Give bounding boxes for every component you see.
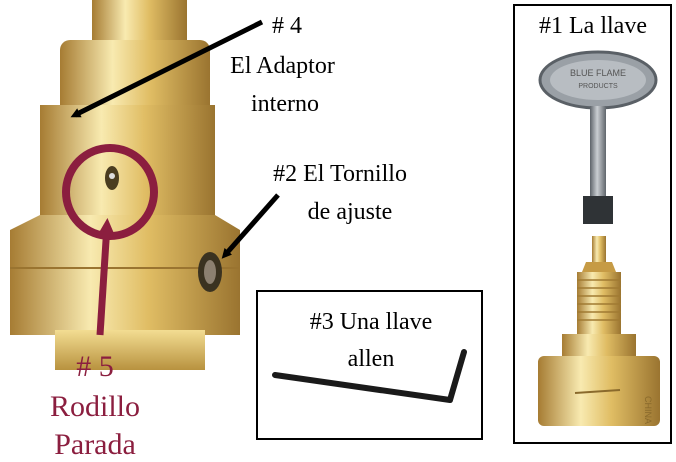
key-valve-frame	[513, 4, 672, 444]
diagram: BLUE FLAME PRODUCTS CHINA	[10, 0, 672, 461]
parts-illustration: BLUE FLAME PRODUCTS CHINA	[10, 0, 660, 426]
gas-valve-image: CHINA	[538, 236, 660, 426]
adaptor-name-label-2: interno	[251, 91, 319, 117]
roller-pointer-arrow	[96, 218, 114, 336]
allen-key-image	[272, 349, 467, 403]
key-label: #1 La llave	[539, 13, 647, 39]
roller-label: Rodillo	[49, 390, 140, 423]
adaptor-pointer-arrow	[70, 19, 264, 118]
valve-key-image: BLUE FLAME PRODUCTS	[538, 50, 658, 224]
screw-pointer-arrow	[221, 193, 280, 259]
allen-key-label-2: allen	[347, 346, 395, 372]
key-handle-text: BLUE FLAME	[570, 68, 626, 78]
roller-label-2: Parada	[54, 428, 136, 461]
screw-label: #2 El Tornillo	[273, 161, 407, 187]
adaptor-name-label: El Adaptor	[230, 53, 335, 79]
adaptor-number-label: # 4	[272, 13, 302, 39]
roller-highlight-circle	[62, 144, 158, 240]
valve-body-text: CHINA	[643, 396, 653, 424]
screw-label-2: de ajuste	[307, 199, 393, 225]
roller-number-label: # 5	[76, 350, 114, 383]
svg-text:PRODUCTS: PRODUCTS	[578, 83, 618, 90]
allen-key-frame	[256, 290, 483, 440]
allen-key-label: #3 Una llave	[309, 309, 433, 335]
